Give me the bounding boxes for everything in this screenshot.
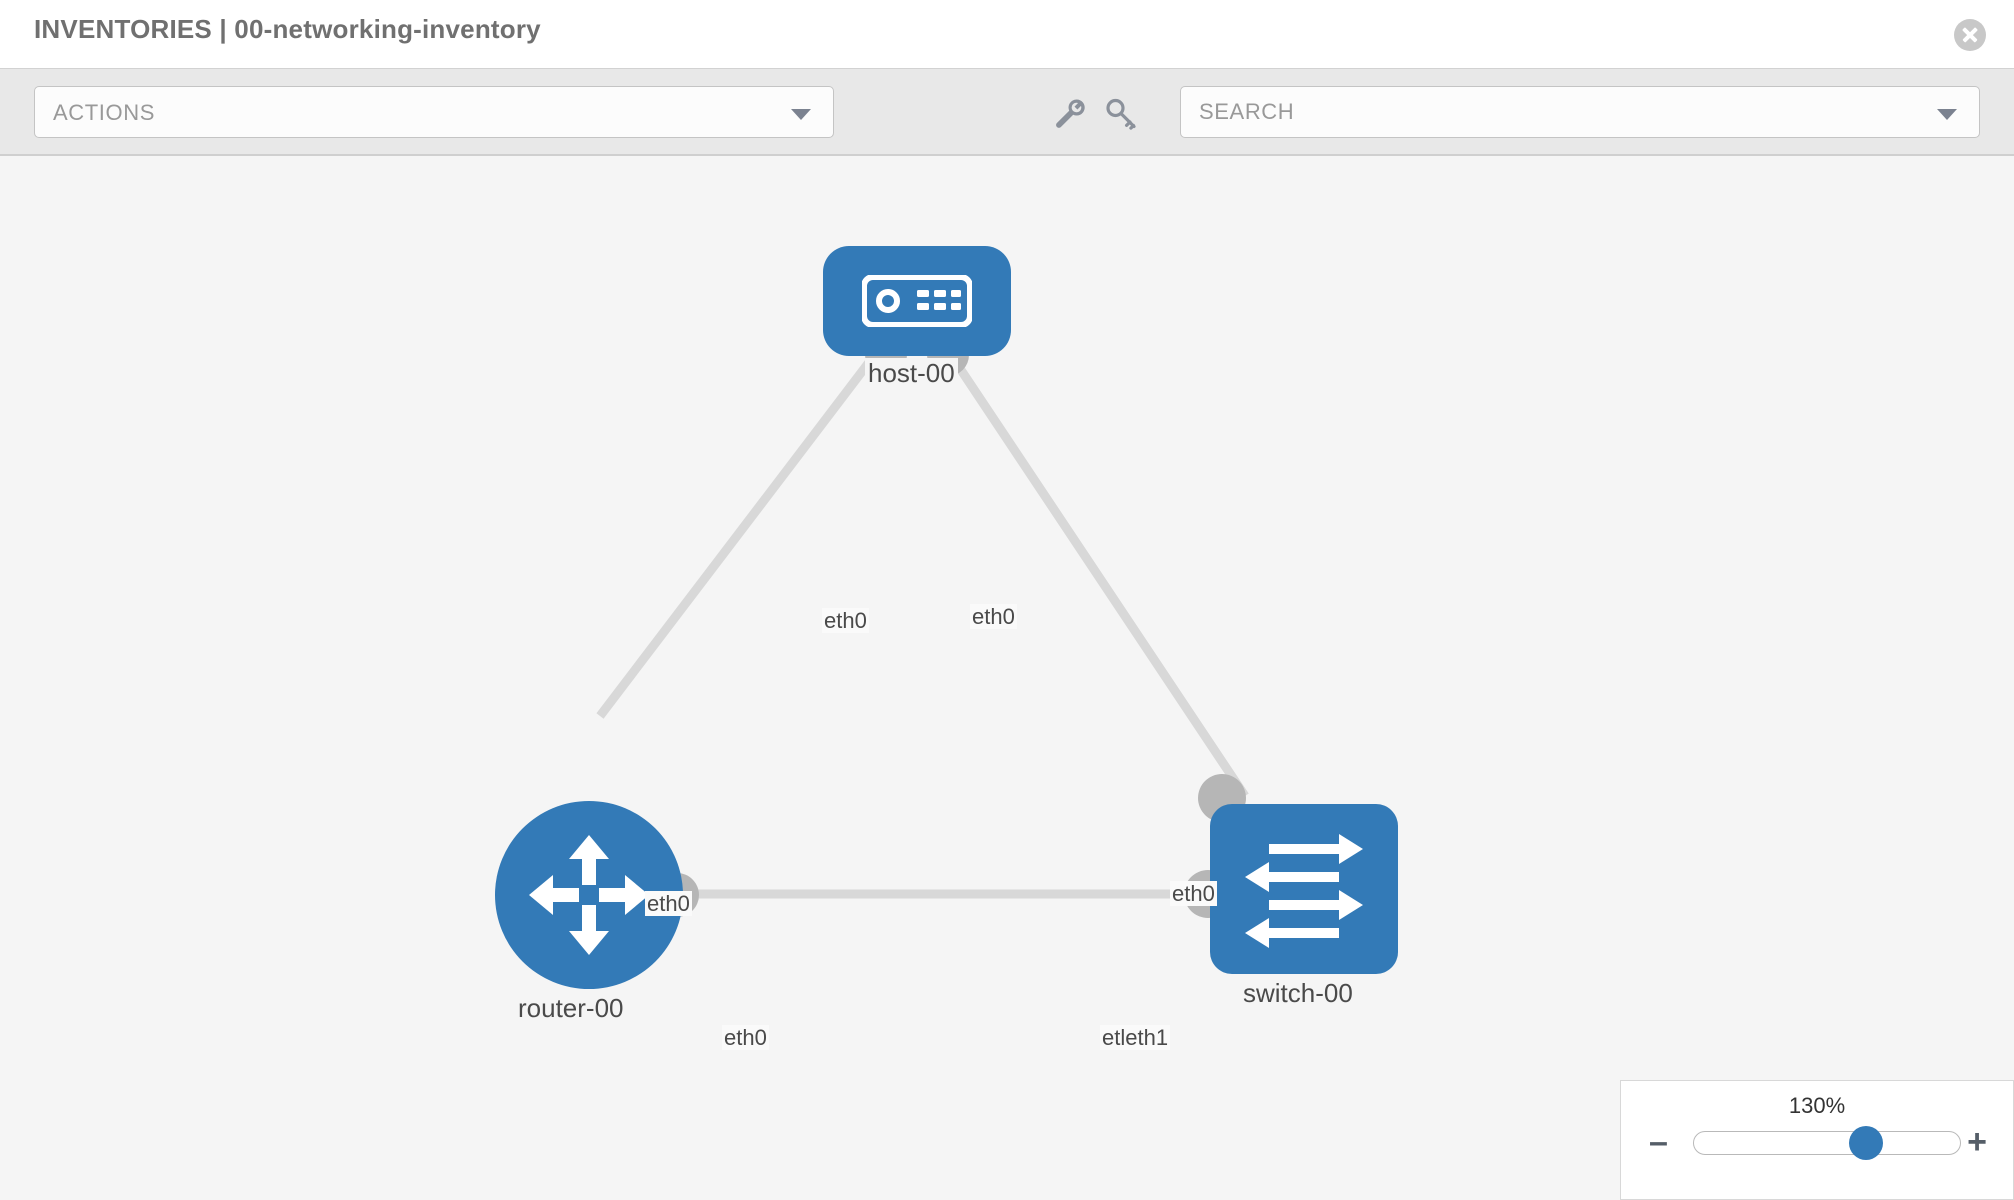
node-host-00[interactable]: host-00 [823,246,1011,389]
close-icon[interactable] [1954,19,1986,51]
zoom-slider-thumb[interactable] [1849,1126,1883,1160]
zoom-out-button[interactable]: – [1649,1123,1668,1161]
node-label-router-00: router-00 [515,993,627,1024]
host-node-shape[interactable] [823,246,1011,356]
search-chevron-down-icon[interactable] [1937,109,1957,120]
chevron-down-icon [791,109,811,120]
zoom-control-panel: 130% – + [1620,1080,2014,1200]
topology-canvas[interactable]: host-00 eth0 eth0 [0,156,2014,1200]
page-header: INVENTORIES | 00-networking-inventory [0,0,2014,68]
edge-label-router-diagonal: eth0 [645,891,692,917]
toolbar-icon-group [1045,89,1145,137]
zoom-level-value: 130% [1788,1093,1846,1118]
edge-label-router-horizontal: eth0 [722,1025,769,1051]
actions-dropdown[interactable]: ACTIONS [34,86,834,138]
zoom-in-button[interactable]: + [1967,1123,1987,1161]
switch-node-shape[interactable] [1210,804,1398,974]
node-label-switch-00: switch-00 [1240,978,1356,1009]
edge-label-host-right: eth0 [970,604,1017,630]
router-node-shape[interactable] [495,801,683,989]
key-icon[interactable] [1097,89,1145,137]
actions-dropdown-label: ACTIONS [53,100,155,125]
search-input[interactable] [1199,87,1919,137]
topology-links [596,358,1249,899]
node-label-host-00: host-00 [865,358,958,389]
edge-label-switch-diagonal: eth0 [1170,881,1217,907]
toolbar: ACTIONS [0,68,2014,156]
search-box[interactable] [1180,86,1980,138]
node-switch-00[interactable]: switch-00 [1184,774,1398,1009]
wrench-icon[interactable] [1045,89,1093,137]
zoom-slider-track[interactable] [1693,1126,1961,1160]
page-title: INVENTORIES | 00-networking-inventory [34,14,541,44]
edge-label-switch-horizontal: etleth1 [1100,1025,1171,1051]
edge-label-host-left: eth0 [822,608,869,634]
